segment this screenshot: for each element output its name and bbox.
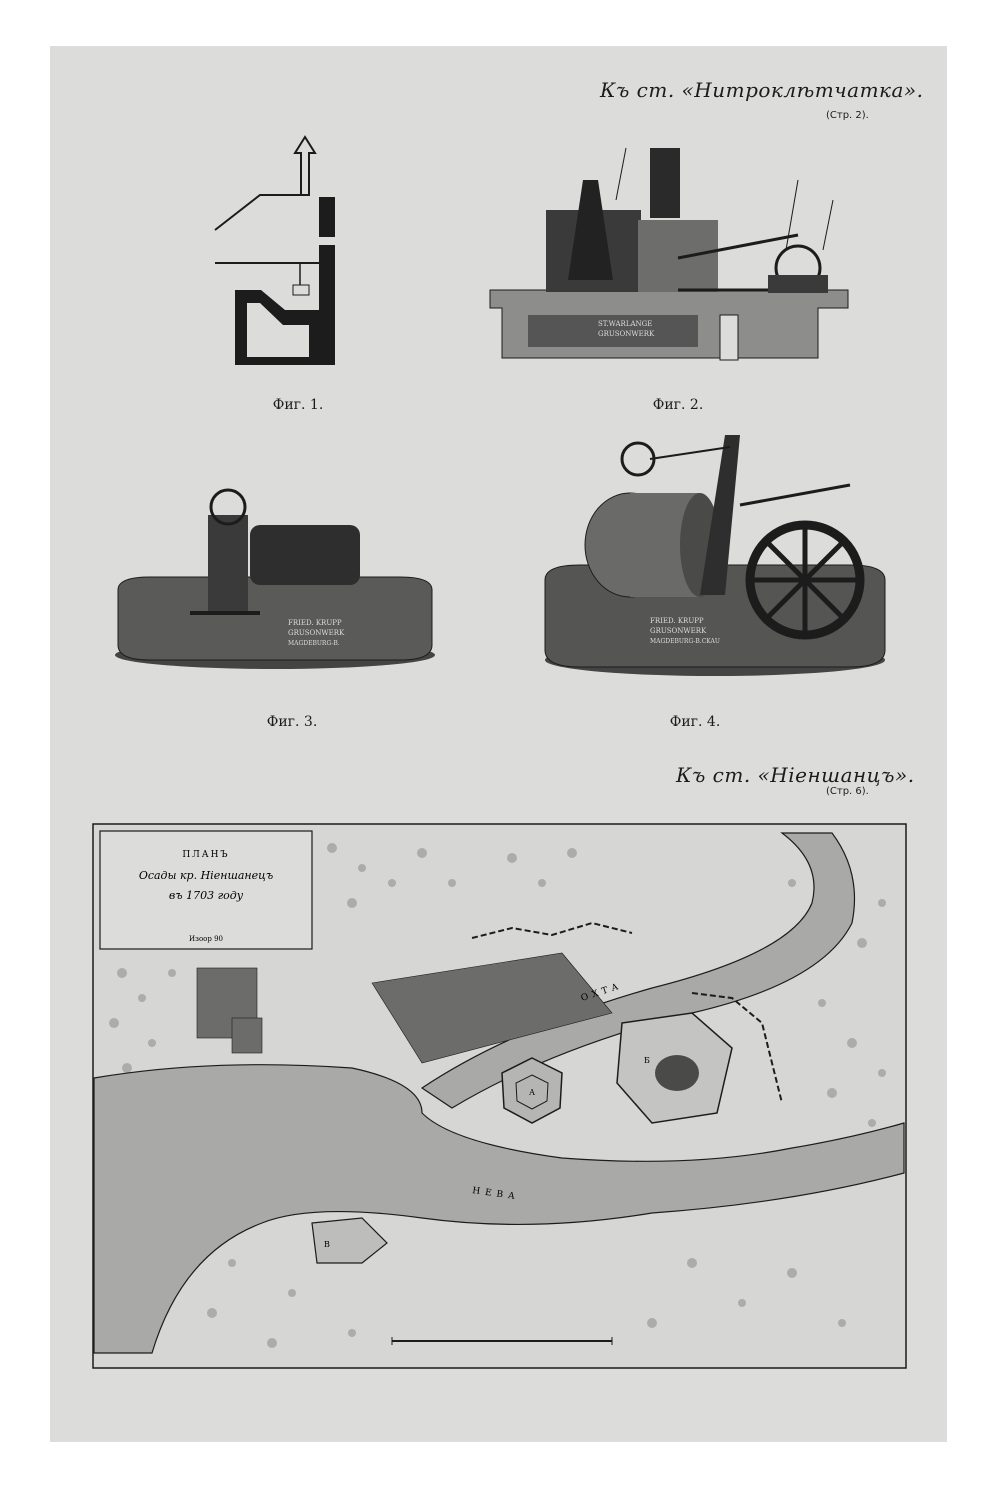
label-fort-a: А xyxy=(529,1088,535,1097)
fig4-plate-text-2: GRUSONWERK xyxy=(650,627,707,635)
fig3-plate-text-3: MAGDEBURG-B. xyxy=(288,640,340,647)
siege-map: ПЛАНЪ Осады кр. Ніеншанецъ въ 1703 году … xyxy=(92,823,907,1369)
fig4-plate-text-3: MAGDEBURG-B.CKAU xyxy=(650,638,720,645)
figure-4-edge-runner: FRIED. KRUPP GRUSONWERK MAGDEBURG-B.CKAU xyxy=(544,435,886,676)
caption-fig-2: Фиг. 2. xyxy=(652,397,704,413)
map-scale-note: Изоор 90 xyxy=(189,935,223,943)
map-title-line-3: въ 1703 году xyxy=(169,889,244,902)
heading-nyenschantz: Къ ст. «Ніеншанцъ». xyxy=(676,763,915,787)
caption-fig-4: Фиг. 4. xyxy=(669,714,721,730)
fig2-plate-text-1: ST.WARLANGE xyxy=(598,320,652,328)
caption-fig-1: Фиг. 1. xyxy=(272,397,324,413)
fig3-plate-text-2: GRUSONWERK xyxy=(288,629,345,637)
caption-fig-3: Фиг. 3. xyxy=(266,714,318,730)
map-title-line-1: ПЛАНЪ xyxy=(182,850,229,860)
fig2-plate-text-2: GRUSONWERK xyxy=(598,330,655,338)
map-title-line-2: Осады кр. Ніеншанецъ xyxy=(139,869,273,882)
figure-3-pan-mill: FRIED. KRUPP GRUSONWERK MAGDEBURG-B. xyxy=(115,488,435,669)
figure-2-mill: ST.WARLANGE GRUSONWERK xyxy=(489,147,849,361)
page-ref-bottom: (Стр. 6). xyxy=(826,786,869,797)
fig3-plate-text-1: FRIED. KRUPP xyxy=(288,619,342,627)
heading-nitrocellulose: Къ ст. «Нитроклѣтчатка». xyxy=(600,78,924,102)
fig4-plate-text-1: FRIED. KRUPP xyxy=(650,617,704,625)
page-ref-top: (Стр. 2). xyxy=(826,110,869,121)
label-fort-b: Б xyxy=(644,1056,650,1065)
label-fort-v: В xyxy=(324,1240,330,1249)
figure-1-diagram xyxy=(214,135,335,365)
